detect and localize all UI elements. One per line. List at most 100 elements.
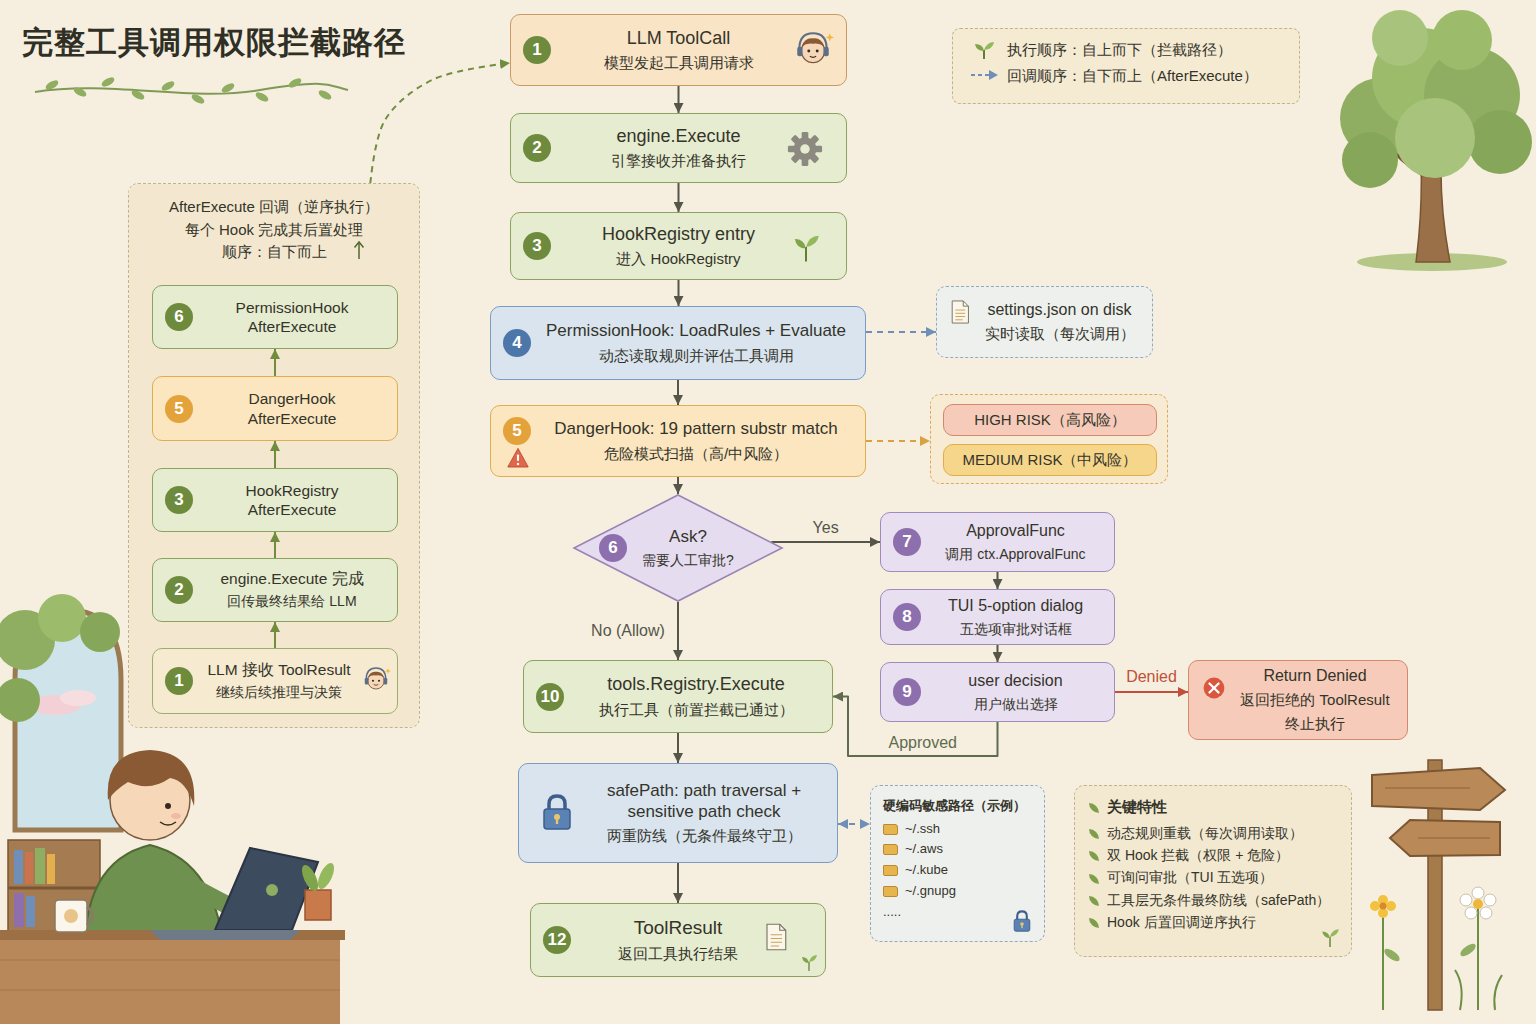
- legend-sample: [984, 42, 994, 50]
- study-scene: [80, 612, 120, 652]
- box-text: 进入 HookRegistry: [616, 249, 740, 269]
- document-icon: [767, 924, 786, 950]
- avatar-icon: [807, 50, 810, 53]
- sprout-icon: [809, 955, 817, 962]
- study-scene: [315, 861, 338, 891]
- document-icon: [761, 922, 791, 952]
- tree: [1340, 10, 1532, 271]
- callback-box: 2engine.Execute 完成回传最终结果给 LLM: [152, 558, 398, 622]
- sprout-icon: [808, 962, 809, 971]
- study-scene: [8, 840, 100, 935]
- list-item: ~/.kube: [883, 860, 948, 881]
- signpost: [1372, 768, 1505, 810]
- study-scene: [14, 850, 23, 884]
- box-title: HIGH RISK（高风险）: [974, 411, 1126, 430]
- sprout-icon: [799, 952, 819, 972]
- tree: [1395, 98, 1475, 178]
- callout-number: 6: [165, 303, 193, 331]
- connector-arrow: [678, 86, 680, 113]
- flowers: [1484, 894, 1496, 906]
- order-arrow: [358, 243, 360, 259]
- deny-icon: [1209, 683, 1218, 692]
- flowers: [1460, 894, 1472, 906]
- callout-number: 5: [503, 417, 531, 445]
- box-text: 五选项审批对话框: [960, 620, 1072, 639]
- box-text: 返回工具执行结果: [618, 944, 738, 964]
- feature-list: 关键特性动态规则重载（每次调用读取）双 Hook 拦截（权限 + 危险）可询问审…: [1074, 785, 1352, 957]
- flowers: [1465, 907, 1477, 919]
- tree: [1342, 132, 1398, 188]
- sprout-icon: [795, 239, 806, 249]
- connector-arrow: [274, 441, 276, 468]
- study-scene: [108, 750, 195, 806]
- study-scene: [171, 813, 181, 819]
- title-vine: [190, 92, 206, 105]
- list-item: 双 Hook 拦截（权限 + 危险）: [1089, 844, 1289, 866]
- list-item: 动态规则重载（每次调用读取）: [1089, 822, 1303, 844]
- list-item: ~/.ssh: [883, 819, 940, 840]
- title-vine: [100, 75, 116, 88]
- process-box: 3HookRegistry entry进入 HookRegistry: [510, 212, 847, 280]
- connector-arrow: [997, 572, 999, 589]
- avatar-icon: [368, 672, 385, 678]
- title-vine: [220, 81, 236, 94]
- document-icon: [780, 924, 786, 930]
- box-title: PermissionHook: LoadRules + Evaluate: [546, 320, 846, 341]
- box-title: engine.Execute 完成: [220, 569, 363, 588]
- box-title: Ask?: [669, 526, 707, 547]
- flowers: [1383, 905, 1502, 1010]
- study-scene: [60, 690, 96, 706]
- warning-icon: [517, 454, 519, 461]
- signpost: [1385, 788, 1490, 838]
- sprout-icon: [1322, 929, 1339, 947]
- sprout-icon: [1322, 932, 1330, 939]
- avatar-icon: [797, 47, 802, 56]
- flowers: [1370, 887, 1502, 1010]
- avatar-icon: [384, 678, 388, 685]
- process-box: 2engine.Execute引擎接收并准备执行: [510, 113, 847, 183]
- box-text: 调用 ctx.ApprovalFunc: [945, 545, 1085, 564]
- warning-icon: [506, 446, 530, 470]
- avatar-icon: [810, 56, 816, 57]
- risk-group: HIGH RISK（高风险） MEDIUM RISK（中风险）: [930, 394, 1168, 484]
- gear-icon: [786, 130, 824, 168]
- avatar-icon: [824, 47, 829, 56]
- risk-level: HIGH RISK（高风险）: [943, 404, 1157, 436]
- process-box: 1LLM ToolCall模型发起工具调用请求: [510, 14, 847, 86]
- gear-icon: [794, 138, 817, 161]
- title-vine: [287, 76, 303, 89]
- study-scene: [266, 884, 278, 896]
- legend-sample: [989, 70, 998, 80]
- document-icon: [771, 935, 782, 946]
- callback-panel: AfterExecute 回调（逆序执行）每个 Hook 完成其后置处理顺序：自…: [128, 183, 420, 728]
- document-icon: [947, 299, 973, 325]
- avatar-icon: [372, 680, 374, 682]
- signpost: [1372, 760, 1505, 1010]
- path-list: 硬编码敏感路径（示例）~/.ssh~/.aws~/.kube~/.gnupg..…: [870, 785, 1045, 942]
- flowers: [1382, 947, 1401, 964]
- flowers: [1472, 887, 1484, 899]
- lock-icon: [1014, 919, 1030, 931]
- avatar-icon: [799, 33, 826, 49]
- legend-label: 执行顺序：自上而下（拦截路径）: [1007, 37, 1232, 63]
- document-icon: [952, 301, 968, 323]
- list-item: ~/.aws: [883, 839, 943, 860]
- panel-text: 每个 Hook 完成其后置处理: [185, 219, 363, 242]
- title-vine: [35, 75, 348, 105]
- panel-text: AfterExecute 回调（逆序执行）: [169, 196, 379, 219]
- box-title: TUI 5-option dialog: [948, 596, 1083, 616]
- box-title: LLM ToolCall: [627, 27, 731, 50]
- connector-arrow: [866, 440, 930, 442]
- legend-sample: [983, 50, 985, 59]
- avatar-icon: [826, 33, 834, 41]
- deny-icon: [1204, 678, 1225, 699]
- callout-number: 5: [165, 395, 193, 423]
- box-text: 返回拒绝的 ToolResult: [1240, 690, 1389, 710]
- callout-number: 9: [893, 678, 921, 706]
- denied-box: Return Denied返回拒绝的 ToolResult终止执行: [1188, 660, 1408, 740]
- study-scene: [35, 848, 45, 884]
- study-scene: [0, 678, 40, 722]
- list-item: ~/.gnupg: [883, 881, 956, 902]
- box-text: 用户做出选择: [974, 695, 1058, 714]
- box-title: MEDIUM RISK（中风险）: [962, 451, 1137, 470]
